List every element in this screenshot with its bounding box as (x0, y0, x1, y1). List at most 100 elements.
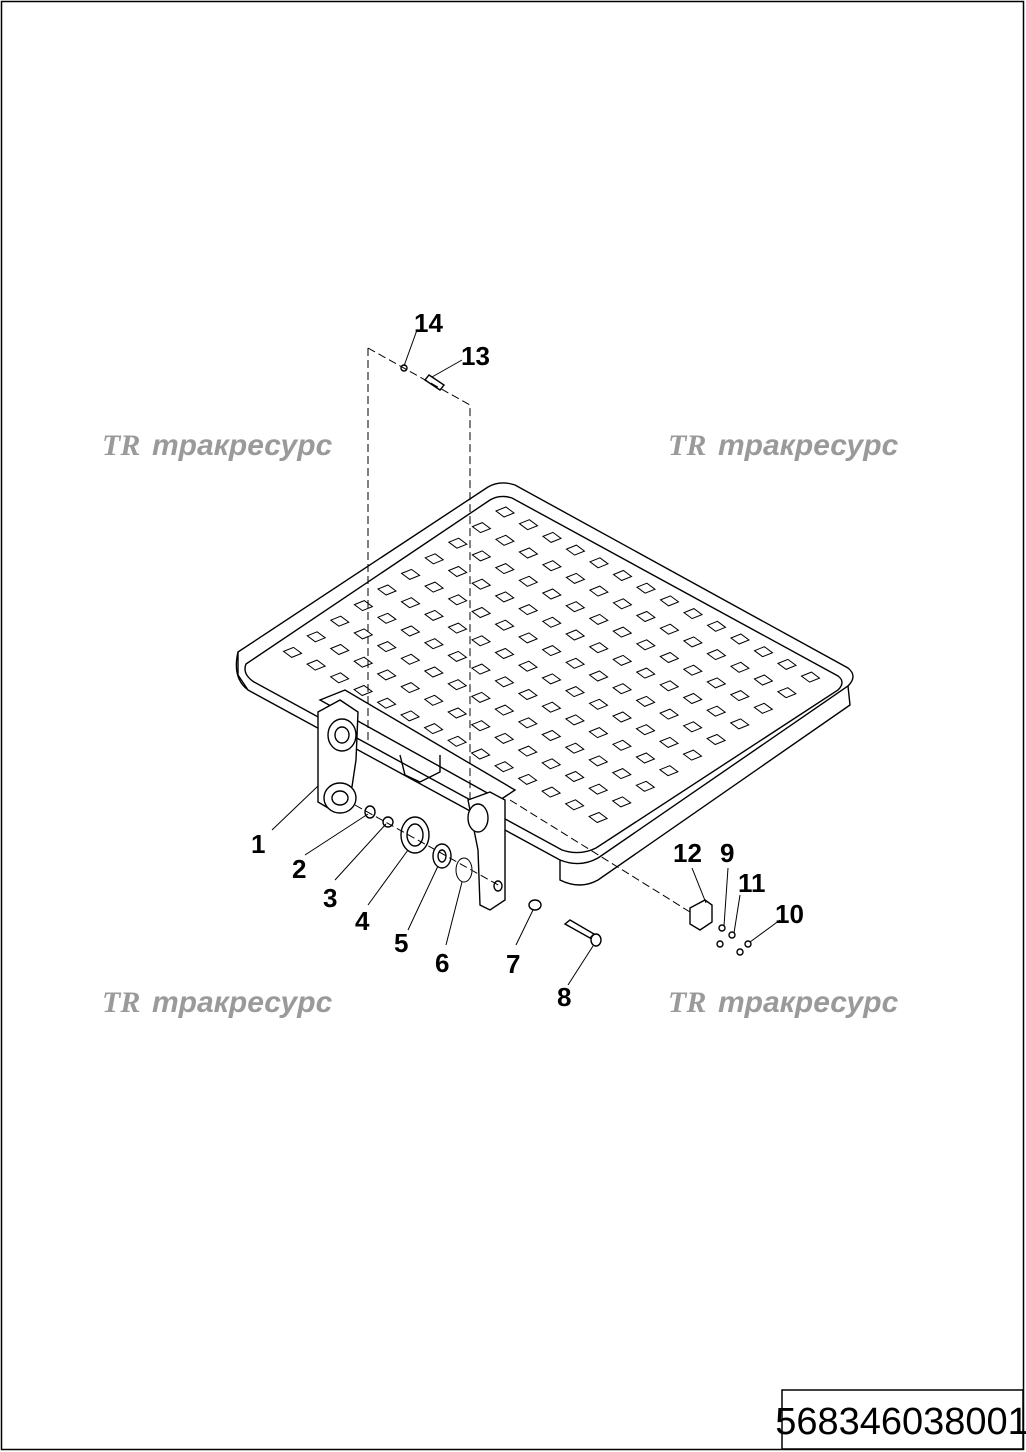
watermark-bottom-left: TR тракресурс (102, 986, 333, 1019)
grating-slot (729, 690, 750, 702)
grating-slot (635, 582, 657, 594)
grating-slot (376, 612, 397, 624)
grating-slot (776, 658, 798, 670)
grating-slot (706, 677, 727, 689)
grating-slot (588, 727, 609, 739)
grating-slot (753, 674, 774, 686)
grating-slot (611, 739, 632, 751)
grating-slot (329, 643, 350, 656)
grating-slot (518, 575, 539, 587)
callout-8: 8 (557, 982, 571, 1012)
grating-slot (376, 697, 397, 709)
callout-13: 13 (461, 341, 490, 371)
grating-slot (471, 522, 492, 534)
grating-slot (729, 633, 751, 645)
grating-slot (612, 683, 633, 695)
grating-slot (706, 705, 727, 717)
grating-slot (518, 604, 539, 616)
grating-slot (682, 721, 703, 733)
grating-slot (565, 601, 586, 613)
grating-slot (565, 544, 586, 556)
grating-slot (659, 651, 680, 664)
callout-11: 11 (738, 868, 766, 898)
platform-frame-bar (318, 689, 517, 801)
grating-slot (635, 667, 656, 679)
grating-slot (400, 710, 421, 722)
callout-4: 4 (355, 906, 370, 936)
callout-3: 3 (323, 883, 337, 913)
grating-slot (400, 597, 421, 609)
grating-slot (682, 636, 703, 648)
grating-slot (447, 622, 468, 634)
grating-slot (564, 799, 585, 811)
grating-slot (470, 720, 491, 732)
grating-slot (588, 811, 609, 824)
grating-slot (635, 695, 656, 707)
callout-labels: 1 2 3 4 5 6 7 8 9 10 11 12 13 14 (251, 308, 804, 1012)
grating-slot (470, 635, 492, 647)
watermark-bottom-right: TR тракресурс (668, 986, 899, 1019)
grating-slot (659, 708, 680, 720)
grating-slot (753, 702, 774, 714)
grating-slot (800, 671, 821, 683)
watermark-text: тракресурс (152, 986, 333, 1019)
grating-slot (423, 609, 445, 621)
grating-slot (682, 692, 703, 705)
callout-6: 6 (435, 948, 449, 978)
grating-slot (541, 729, 562, 742)
grating-slot (400, 625, 421, 637)
grating-slot (541, 701, 562, 713)
callout-10: 10 (775, 899, 804, 929)
watermark-text: тракресурс (718, 429, 899, 462)
grating-slot (541, 560, 562, 572)
grating-slot (329, 672, 350, 684)
grating-slot (306, 659, 327, 671)
grating-slot (470, 663, 491, 675)
grating-slot (423, 666, 444, 678)
grating-slot (612, 626, 633, 638)
grating-slot (564, 686, 586, 698)
grating-slot (447, 650, 468, 662)
grating-slot (447, 594, 468, 606)
grating-slot (611, 768, 632, 780)
watermark-text: тракресурс (152, 429, 333, 462)
watermark-top-left: TR тракресурс (102, 429, 333, 462)
grating-slot (447, 707, 468, 719)
watermark-logo: TR (668, 986, 706, 1019)
grating-slot (470, 748, 491, 760)
grating-slot (611, 796, 632, 808)
grating-slot (541, 673, 562, 685)
grating-slot (682, 608, 704, 620)
grating-slot (353, 600, 374, 612)
grating-slot (541, 588, 562, 600)
callout-5: 5 (394, 928, 408, 958)
grating-slot (541, 786, 562, 798)
grating-slot (564, 742, 585, 754)
grating-slot (706, 649, 727, 661)
grating-slot (471, 550, 492, 562)
grating-slot (564, 770, 585, 783)
grating-slot (494, 704, 515, 716)
grating-slot (376, 584, 398, 596)
assembly-center-lines (354, 347, 691, 913)
grating-slot (588, 642, 609, 654)
callout-14: 14 (414, 308, 443, 338)
grating-slot (588, 783, 609, 795)
watermark-logo: TR (102, 986, 140, 1019)
grating-slot (588, 613, 609, 625)
grating-slot (447, 537, 468, 549)
hinge-bracket (317, 699, 359, 814)
document-number: 568346038001 (775, 1401, 1026, 1443)
callout-7: 7 (506, 949, 520, 979)
grating-slot (565, 572, 586, 584)
grating-slot (517, 745, 538, 757)
grating-slot (658, 765, 679, 777)
grating-slot (518, 632, 539, 644)
grating-slot (447, 565, 468, 578)
grating-slot (588, 585, 609, 597)
callout-1: 1 (251, 829, 265, 859)
grating-slot (423, 723, 444, 735)
grating-slot (494, 761, 515, 773)
